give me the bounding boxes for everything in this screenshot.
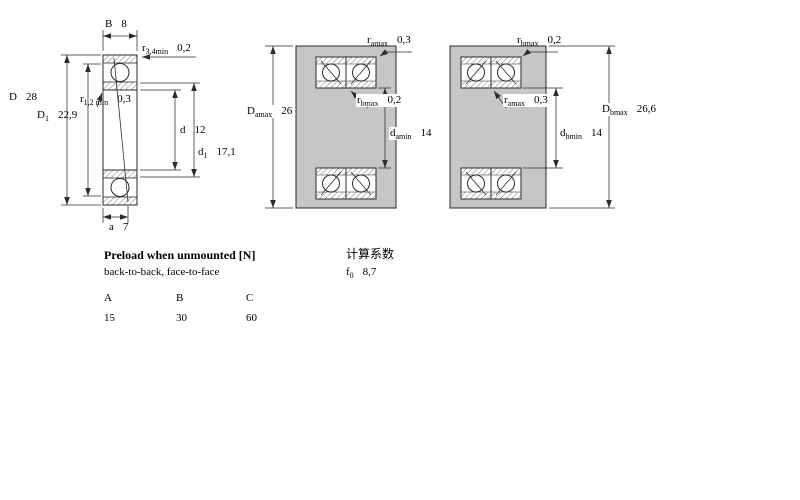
left-bearing-drawing: [61, 30, 200, 223]
bearing-section: [490, 167, 522, 200]
preload-value-A: 15: [104, 312, 115, 324]
preload-title: Preload when unmounted [N]: [104, 248, 256, 262]
preload-col-B: B: [176, 292, 184, 304]
preload-col-C: C: [246, 292, 254, 304]
bearing-section: [315, 167, 347, 200]
ball: [110, 63, 130, 82]
bearing-section: [460, 167, 492, 200]
contact-angle-line: [113, 57, 129, 203]
factors-title: 计算系数: [346, 247, 395, 261]
bearing-section: [460, 56, 492, 89]
bearing-section: [345, 167, 377, 200]
preload-value-C: 60: [246, 312, 257, 324]
bearing-section: [315, 56, 347, 89]
preload-subtitle: back-to-back, face-to-face: [104, 266, 220, 278]
preload-value-B: 30: [176, 312, 187, 324]
bearing-section: [345, 56, 377, 89]
ball: [110, 178, 130, 197]
middle-arrangement-drawing: [265, 45, 412, 209]
bearing-section: [490, 56, 522, 89]
preload-col-A: A: [104, 292, 112, 304]
right-arrangement-drawing: [449, 45, 615, 209]
